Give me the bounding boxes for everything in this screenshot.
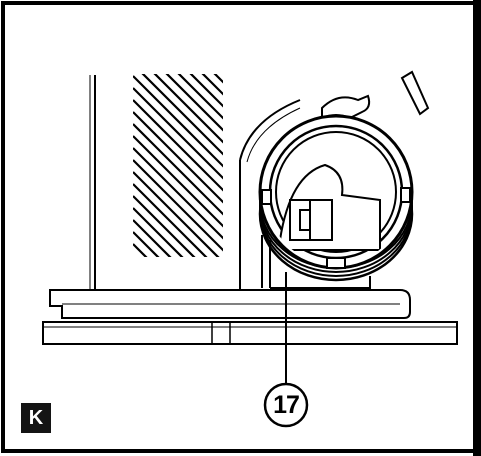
machine-body: [89, 75, 301, 290]
vent-hatching: [133, 74, 223, 257]
lens-clamp: [321, 94, 371, 120]
frame-side-bar: [473, 0, 481, 456]
table-slab: [42, 321, 458, 345]
panel-letter-badge: K: [21, 403, 51, 433]
lens-post: [261, 235, 371, 289]
handle-lever: [400, 70, 430, 116]
lens-tabs: [261, 187, 411, 269]
callout-number-label: 17: [273, 390, 300, 419]
lens-interior: [279, 163, 381, 251]
callout-circle: [263, 382, 309, 428]
base-plate: [49, 289, 411, 319]
